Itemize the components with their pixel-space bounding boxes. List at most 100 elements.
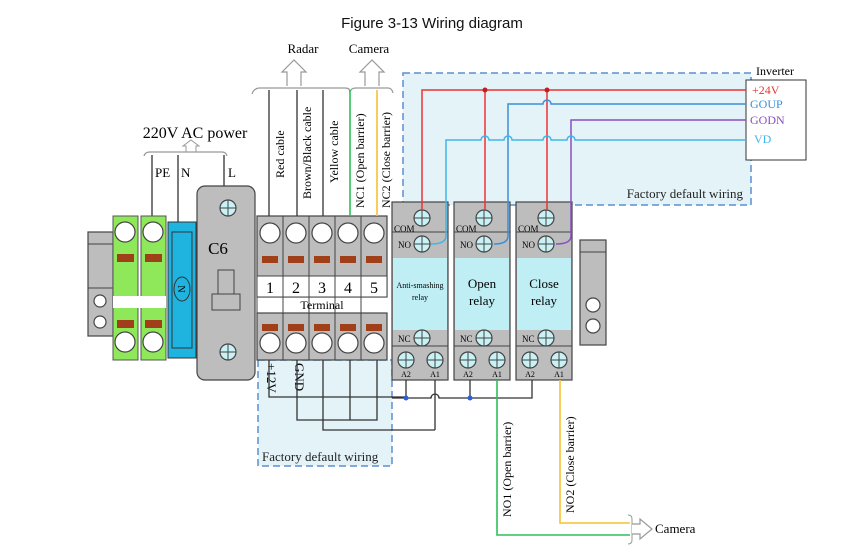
relay-name-line2: relay [412,293,428,302]
terminal-top-screw-hole [259,222,281,244]
terminal-bottom-screw-hole [311,332,333,354]
terminal-number-1: 1 [266,280,274,297]
terminal-clamp [262,256,278,263]
n-block-label: N [175,285,186,292]
radar-brace [251,87,351,95]
terminal-top-screw-hole [285,222,307,244]
nc-screw-icon [475,329,493,347]
a2-label: A2 [401,370,411,379]
terminal-bottom-screw-hole [337,332,359,354]
relay-name-line2: relay [469,293,495,308]
coil-wiring [392,380,533,430]
camera-arrow-icon [358,59,386,86]
yellow-cable-label: Yellow cable [327,121,341,183]
a2-screw-icon [521,351,539,369]
a1-screw-icon [550,351,568,369]
nc-label: NC [460,334,473,344]
factory-wiring-label-bottom: Factory default wiring [262,449,379,464]
camera-bottom-arrow-icon [632,517,653,541]
right-end-stop [579,239,607,346]
com-label: COM [456,224,477,234]
terminal-number-4: 4 [344,280,352,297]
no1-open-barrier-wire [496,380,630,536]
no-screw-icon [475,235,493,253]
terminal-clamp [340,256,356,263]
camera-bottom-brace [627,514,633,545]
com-label: COM [394,224,415,234]
nc-label: NC [398,334,411,344]
figure-title: Figure 3-13 Wiring diagram [341,15,523,32]
no-label: NO [522,240,535,250]
factory-wiring-zone-bottom [257,359,393,467]
no-screw-icon [413,235,431,253]
no1-label: NO1 (Open barrier) [500,422,514,517]
wire-goup [493,99,746,245]
terminal-clamp [288,324,304,331]
a1-label: A1 [430,370,440,379]
inverter-label: Inverter [756,64,794,78]
terminal-clamp [288,256,304,263]
a1-label: A1 [554,370,564,379]
com-screw-icon [413,209,431,227]
relay-name-line1: Open [468,276,497,291]
terminal-label: Terminal [300,298,344,312]
radar-label: Radar [287,41,319,56]
terminal-clamp [262,324,278,331]
factory-wiring-zone-top [402,72,752,206]
com-screw-icon [475,209,493,227]
a1-screw-icon [488,351,506,369]
a2-label: A2 [463,370,473,379]
a2-screw-icon [397,351,415,369]
inverter-24v-label: +24V [752,83,780,97]
ac-power-brace [143,151,228,157]
relay-name-line2: relay [531,293,557,308]
gnd-label: GND [292,363,307,391]
no2-label: NO2 (Close barrier) [563,416,577,513]
neutral-terminal-block: N [167,221,197,359]
ac-power-arrow-icon [181,139,201,152]
a1-screw-icon [426,351,444,369]
nc-label: NC [522,334,535,344]
ac-power-label: 220V AC power [143,125,248,142]
circuit-breaker-c6: C6 [196,185,256,381]
wire-24v [421,89,746,210]
com-screw-icon [537,209,555,227]
red-cable-label: Red cable [273,130,287,178]
terminal-clamp [340,324,356,331]
terminal-clamp [366,256,382,263]
terminal-block: Terminal 1 2 3 4 5 [256,215,388,361]
com-label: COM [518,224,539,234]
terminal-clamp [366,324,382,331]
terminal-bottom-screw-hole [363,332,385,354]
brown-cable-label: Brown/Black cable [300,107,314,199]
inverter-goup-label: GOUP [750,97,783,111]
a1-label: A1 [492,370,502,379]
terminal-number-3: 3 [318,280,326,297]
inverter-godn-label: GODN [750,113,785,127]
terminal-bottom-wiring [268,360,435,431]
camera-top-label: Camera [349,41,390,56]
radar-arrow-icon [280,59,308,86]
terminal-top-screw-hole [363,222,385,244]
relay-name-line1: Anti-smashing [396,281,443,290]
wire-vd [430,135,746,245]
nc-screw-icon [537,329,555,347]
a2-label: A2 [525,370,535,379]
pe-label: PE [155,165,170,180]
nc2-label: NC2 (Close barrier) [379,112,393,208]
terminal-number-2: 2 [292,280,300,297]
relay-name-line1: Close [529,276,559,291]
breaker-label: C6 [208,239,228,258]
no2-close-barrier-wire [559,380,630,524]
a2-screw-icon [459,351,477,369]
l-label: L [228,165,236,180]
inverter-box [745,79,807,161]
nc1-label: NC1 (Open barrier) [353,113,367,208]
plus-12v-label: +12V [264,363,279,393]
no-screw-icon [537,235,555,253]
terminal-clamp [314,324,330,331]
